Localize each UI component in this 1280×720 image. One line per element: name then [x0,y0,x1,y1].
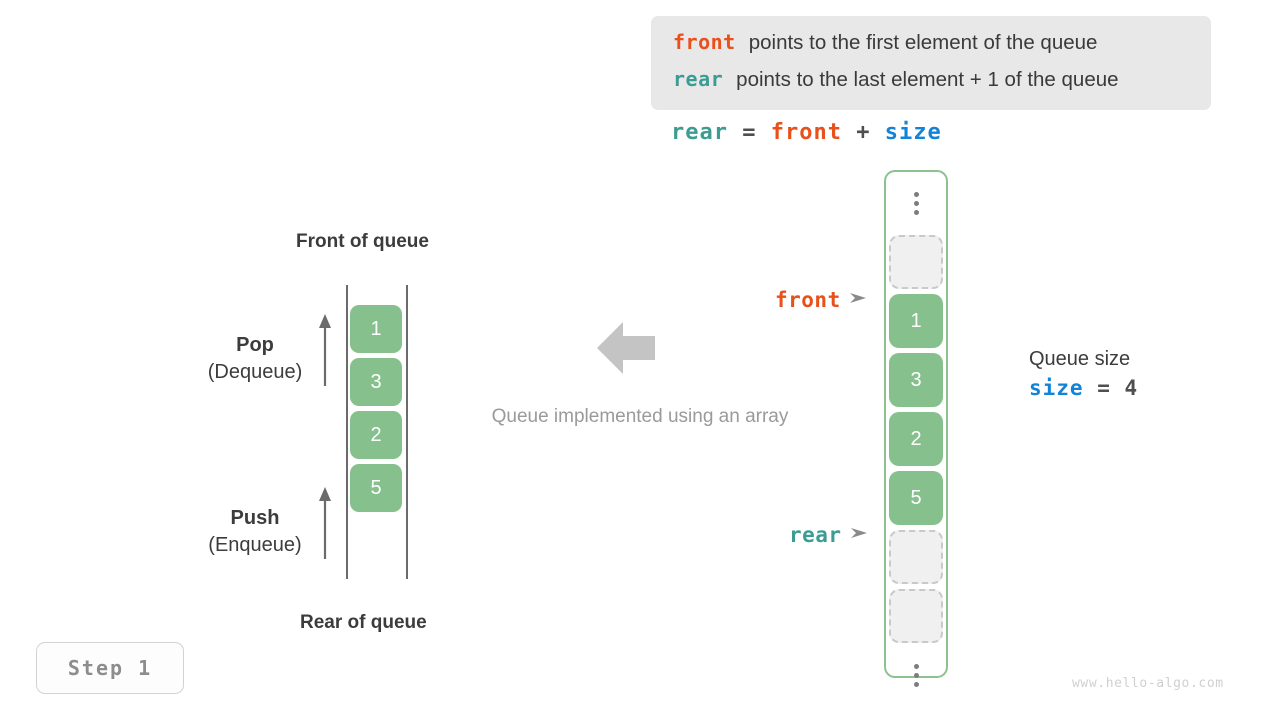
array-slot-empty [889,530,943,584]
rear-pointer-label: rear [789,523,867,547]
rear-keyword: rear [673,67,724,91]
queue-size-title: Queue size [1029,348,1131,370]
formula-front: front [770,120,842,145]
front-pointer-label: front [775,288,866,312]
up-arrow-icon [318,487,332,559]
legend-box: front points to the first element of the… [651,16,1211,110]
queue-channel-left-line [346,285,348,579]
abstract-queue-cells: 1 3 2 5 [350,305,402,517]
front-description: points to the first element of the queue [748,31,1098,54]
queue-size-expression: size = 4 [1029,373,1138,403]
formula-size: size [884,120,942,145]
queue-size-block: Queue size size = 4 [1029,345,1138,403]
formula-rear: rear [671,120,728,145]
array-slot-empty [889,589,943,643]
push-title: Push [230,507,280,529]
front-keyword: front [673,30,736,54]
push-subtitle: (Enqueue) [208,534,302,556]
legend-line-front: front points to the first element of the… [673,30,1211,67]
array-slot-empty [889,235,943,289]
rear-pointer-text: rear [789,523,842,547]
pointer-arrow-icon [849,291,866,309]
size-variable: size [1029,376,1084,400]
array-ellipsis-top [889,176,943,230]
queue-channel-right-line [406,285,408,579]
array-slot-filled: 2 [889,412,943,466]
pop-operation-label: Pop (Dequeue) [175,332,335,386]
front-of-queue-label: Front of queue [296,231,429,252]
front-pointer-text: front [775,288,841,312]
push-operation-label: Push (Enqueue) [175,505,335,559]
array-slot-filled: 1 [889,294,943,348]
pop-subtitle: (Dequeue) [207,361,303,383]
size-value: = 4 [1083,376,1139,400]
queue-cell: 3 [350,358,402,406]
rear-formula: rear = front + size [671,120,942,145]
queue-cell: 2 [350,411,402,459]
watermark: www.hello-algo.com [1072,676,1224,691]
queue-cell: 1 [350,305,402,353]
formula-equals: = [727,120,771,145]
rear-of-queue-label: Rear of queue [300,612,427,633]
array-queue-cells: 1 3 2 5 [889,176,943,707]
pointer-arrow-icon [850,526,867,544]
center-caption: Queue implemented using an array [491,406,789,427]
up-arrow-icon [318,314,332,386]
formula-plus: + [841,120,885,145]
array-slot-filled: 5 [889,471,943,525]
queue-cell: 5 [350,464,402,512]
pop-title: Pop [236,334,274,356]
legend-line-rear: rear points to the last element + 1 of t… [673,67,1211,104]
left-block-arrow-icon [597,322,655,379]
step-badge: Step 1 [36,642,184,694]
array-ellipsis-bottom [889,648,943,702]
rear-description: points to the last element + 1 of the qu… [736,68,1119,91]
array-slot-filled: 3 [889,353,943,407]
